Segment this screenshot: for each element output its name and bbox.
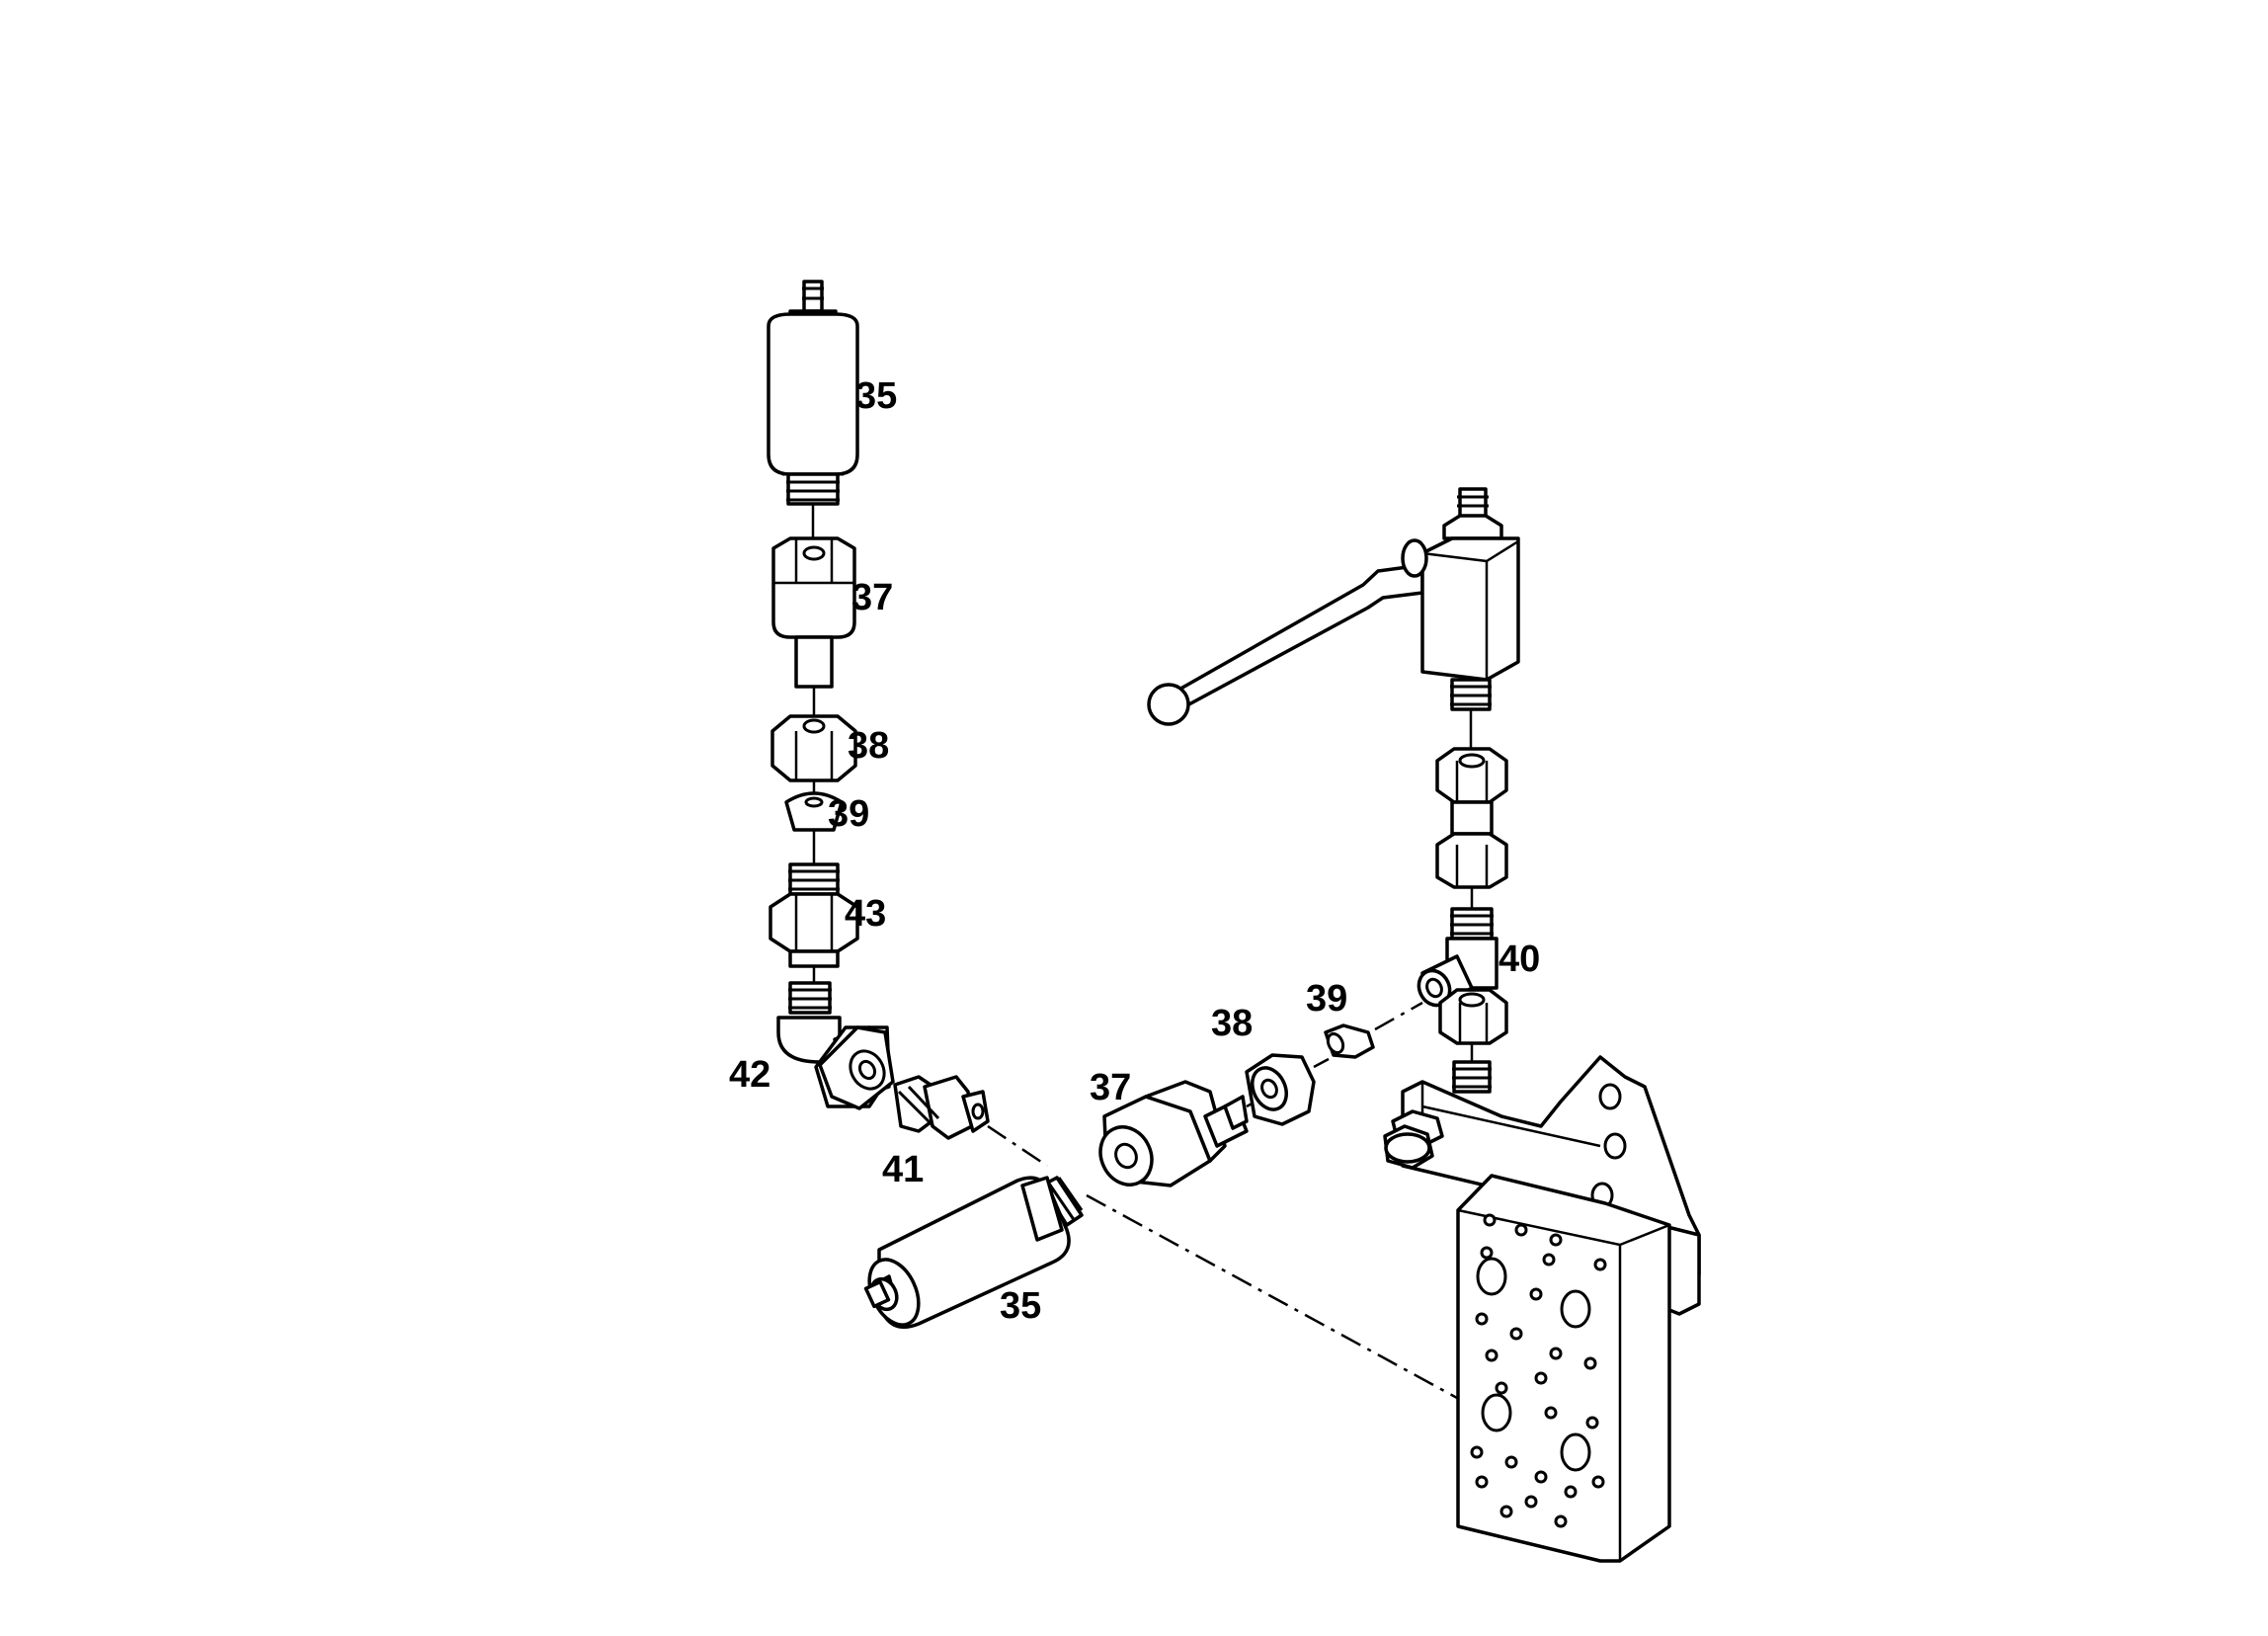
callout-38-mid: 38 xyxy=(1211,1003,1253,1044)
part-35-bottom-cylinder xyxy=(863,1176,1084,1329)
part-37-middle-reducer xyxy=(1098,1080,1265,1187)
callout-35-top: 35 xyxy=(855,375,897,417)
part-38-top-nut xyxy=(770,714,857,795)
assembly-line-35-to-manifold xyxy=(1086,1193,1458,1400)
valve-handle xyxy=(1147,563,1424,726)
callout-41: 41 xyxy=(882,1149,924,1190)
part-39-top-ferrule xyxy=(784,791,844,864)
part-40-tee xyxy=(1417,907,1508,1094)
callouts: 35 37 38 39 43 42 41 35 37 38 39 40 xyxy=(729,375,1540,1327)
callout-37-top: 37 xyxy=(851,577,893,618)
manifold-holes xyxy=(1470,1213,1607,1528)
callout-37-mid: 37 xyxy=(1090,1067,1131,1108)
manifold-plate xyxy=(1456,1174,1671,1563)
callout-40: 40 xyxy=(1498,939,1540,980)
callout-35-bottom: 35 xyxy=(1000,1285,1041,1327)
part-39-middle-ferrule xyxy=(1324,1023,1375,1059)
callout-39-mid: 39 xyxy=(1306,978,1347,1020)
valve-body xyxy=(1401,487,1520,751)
bracket-bolt xyxy=(1383,1109,1444,1170)
callout-43: 43 xyxy=(845,893,886,935)
assembly-line-41-to-35 xyxy=(987,1124,1048,1168)
callout-39-top: 39 xyxy=(828,793,869,835)
part-35-top-cylinder xyxy=(767,280,859,538)
part-37-top-reducer xyxy=(771,536,856,716)
part-41-connector xyxy=(893,1075,990,1140)
part-43-union xyxy=(769,862,859,983)
callout-42: 42 xyxy=(729,1054,770,1096)
part-42-elbow xyxy=(776,981,895,1110)
callout-38-top: 38 xyxy=(848,725,889,767)
part-38-middle-nut xyxy=(1245,1053,1330,1126)
assembly-line-39-to-40 xyxy=(1374,1001,1423,1031)
right-double-nut xyxy=(1435,747,1508,909)
